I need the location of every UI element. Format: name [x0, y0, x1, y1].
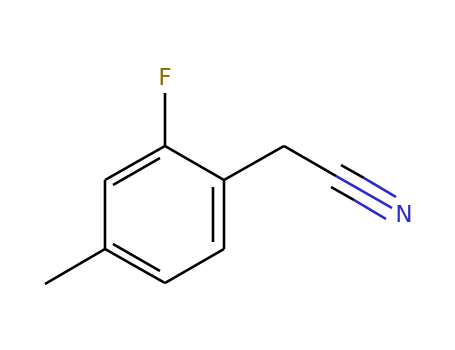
ring-bond — [164, 144, 225, 182]
nitrile-group — [283, 144, 397, 221]
nitrogen-atom-label: N — [395, 202, 412, 228]
ch2-bond — [223, 144, 285, 182]
ring-bond — [104, 144, 166, 182]
ring-inner-double-bond — [112, 156, 161, 187]
nitrile-bond-2 — [340, 163, 365, 180]
nitrile-bond-2-colored — [363, 176, 397, 199]
nitrile-bond-3 — [330, 185, 355, 202]
nitrile-bond-1-colored — [335, 174, 393, 210]
nitrile-bond-1 — [283, 144, 337, 178]
fluorine-atom-label: F — [158, 65, 171, 91]
ring-inner-double-bond — [112, 242, 161, 273]
ring-bond — [104, 247, 166, 285]
ring-bond — [164, 247, 225, 285]
nitrile-bond-3-colored — [353, 198, 387, 221]
benzene-ring — [103, 144, 226, 285]
methyl-bond — [44, 247, 106, 286]
